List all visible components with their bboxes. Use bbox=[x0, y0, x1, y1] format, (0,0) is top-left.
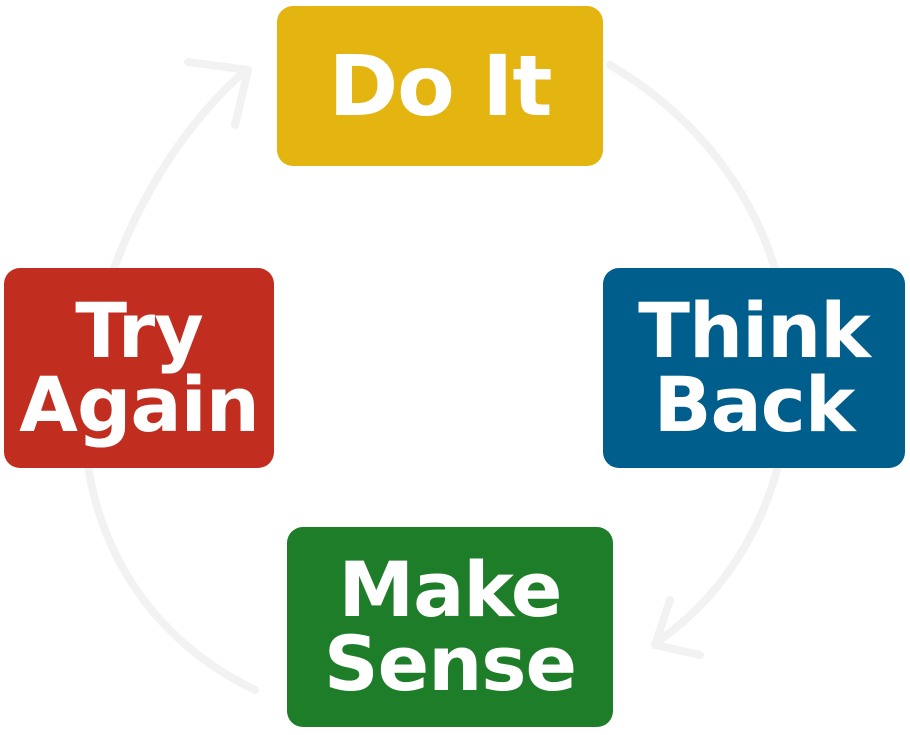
cycle-arrowhead-bottom bbox=[651, 596, 704, 659]
step-do-it: Do It bbox=[277, 6, 603, 166]
step-make-sense-label-line-1: Make bbox=[338, 544, 563, 634]
cycle-arrowhead-top bbox=[184, 58, 252, 129]
step-think-back: Think Back bbox=[603, 268, 905, 468]
step-do-it-label: Do It bbox=[328, 37, 552, 135]
step-try-again: Try Again bbox=[4, 268, 274, 468]
step-make-sense: Make Sense bbox=[287, 527, 613, 727]
step-think-back-label-line-1: Think bbox=[638, 285, 871, 375]
step-think-back-label-line-2: Back bbox=[653, 360, 856, 449]
step-make-sense-label-line-2: Sense bbox=[323, 619, 577, 708]
step-try-again-label-line-1: Try bbox=[75, 285, 204, 375]
step-try-again-label-line-2: Again bbox=[19, 360, 260, 449]
